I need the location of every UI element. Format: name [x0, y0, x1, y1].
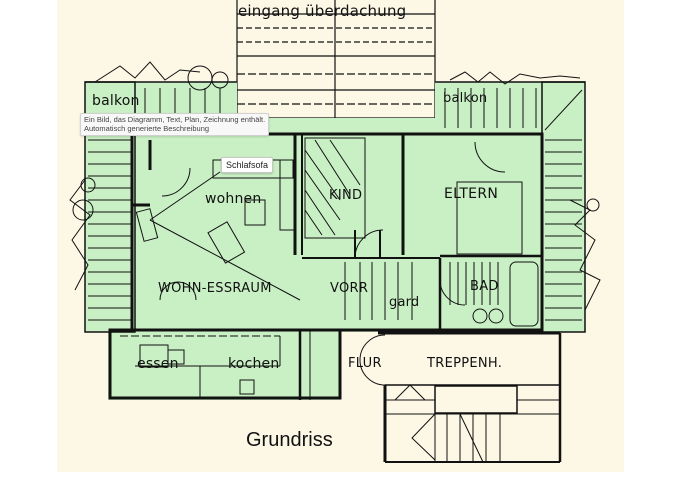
- room-label-kochen: kochen: [228, 356, 280, 372]
- room-label-wohn-essraum: WOHN-ESSRAUM: [158, 281, 272, 296]
- hall-bath-details: [344, 261, 539, 327]
- tooltip-line-2: Automatisch generierte Beschreibung: [84, 124, 210, 134]
- room-label-balkon-right: balkon: [443, 91, 488, 106]
- tooltip-line-1: Ein Bild, das Diagramm, Text, Plan, Zeic…: [84, 115, 266, 124]
- room-label-balkon-left: balkon: [92, 93, 140, 109]
- room-label-gard: gard: [389, 295, 420, 310]
- room-label-essen: essen: [137, 356, 179, 372]
- vegetation-sketch: [69, 61, 601, 311]
- furniture: [135, 141, 523, 301]
- schlafsofa-annotation: Schlafsofa: [221, 157, 274, 174]
- stairwell: [359, 331, 562, 463]
- room-label-wohnen: wohnen: [205, 191, 262, 207]
- room-label-vorr: VORR: [330, 281, 369, 296]
- canopy-label: eingang überdachung: [238, 2, 407, 20]
- kitchen-block: [108, 281, 342, 400]
- kind-hatch: [304, 137, 366, 239]
- plan-title: Grundriss: [246, 429, 333, 451]
- room-label-treppenhaus: TREPPENH.: [427, 356, 503, 371]
- room-label-flur: FLUR: [348, 356, 382, 371]
- alt-text-tooltip: Ein Bild, das Diagramm, Text, Plan, Zeic…: [80, 113, 270, 136]
- room-label-bad: BAD: [470, 279, 499, 294]
- room-label-eltern: ELTERN: [444, 186, 499, 202]
- room-label-kind: KIND: [329, 188, 363, 203]
